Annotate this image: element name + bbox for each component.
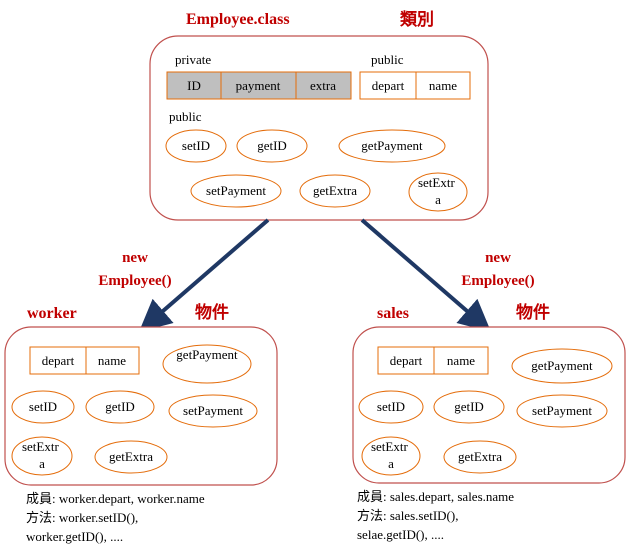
public-fields-label: public	[371, 52, 404, 67]
public-field-name: name	[429, 78, 457, 93]
worker-method-getpayment-line1: getPayment	[176, 347, 238, 362]
sales-field-name: name	[447, 353, 475, 368]
sales-title: sales	[377, 305, 409, 322]
sales-method-setid-oval	[358, 390, 424, 424]
sales-caption-members: 成員: sales.depart, sales.name	[357, 489, 515, 504]
worker-method-setpayment: setPayment	[183, 403, 243, 418]
worker-tag: 物件	[195, 302, 229, 322]
worker-field-name-cell	[85, 346, 140, 375]
worker-caption: 成員: worker.depart, worker.name 方法: worke…	[26, 489, 205, 545]
method-getextra: getExtra	[313, 183, 357, 198]
method-getextra-oval	[299, 174, 371, 208]
worker-method-getid-oval	[85, 390, 155, 424]
worker-field-depart-cell	[29, 346, 87, 375]
arrow-to-worker	[138, 218, 270, 332]
class-node: Employee.class 類別 private public ID paym…	[149, 10, 489, 221]
method-setextra-line2: a	[435, 192, 441, 207]
method-getid-oval	[236, 129, 308, 163]
private-field-extra: extra	[310, 78, 336, 93]
sales-tag: 物件	[516, 302, 550, 322]
private-label: private	[175, 52, 211, 67]
method-setextra: setExtr a	[418, 175, 458, 207]
worker-title: worker	[27, 305, 77, 322]
arrow-left-label-line2: Employee()	[98, 273, 171, 289]
method-setextra-line1: setExtr	[418, 175, 455, 190]
arrow-to-sales	[360, 218, 492, 332]
worker-method-setextra: setExtr a	[22, 439, 62, 471]
private-field-payment: payment	[236, 78, 281, 93]
sales-caption: 成員: sales.depart, sales.name 方法: sales.s…	[357, 487, 514, 544]
worker-field-depart: depart	[42, 353, 75, 368]
sales-method-setextra-oval	[361, 436, 421, 476]
worker-method-setextra-oval	[11, 436, 73, 476]
sales-field-depart: depart	[390, 353, 423, 368]
worker-method-setpayment-oval	[168, 394, 258, 428]
worker-method-getextra: getExtra	[109, 449, 153, 464]
sales-method-setextra: setExtr a	[371, 439, 411, 471]
sales-method-setextra-line2: a	[388, 456, 394, 471]
sales-method-setpayment-oval	[516, 394, 608, 428]
method-getpayment-oval	[338, 129, 446, 163]
private-field-payment-cell	[220, 71, 297, 100]
sales-method-getextra: getExtra	[458, 449, 502, 464]
method-setid-oval	[165, 129, 227, 163]
public-methods-label: public	[169, 109, 202, 124]
arrow-left-label-line1: new	[122, 250, 148, 266]
sales-method-getid: getID	[454, 399, 484, 414]
worker-caption-members: 成員: worker.depart, worker.name	[26, 491, 205, 506]
method-getid: getID	[257, 138, 287, 153]
worker-method-setid: setID	[29, 399, 57, 414]
worker-method-getpayment-oval	[162, 344, 252, 384]
worker-method-setid-oval	[11, 390, 75, 424]
worker-method-setextra-line1: setExtr	[22, 439, 59, 454]
sales-method-setid: setID	[377, 399, 405, 414]
worker-field-name: name	[98, 353, 126, 368]
class-title: Employee.class	[186, 11, 290, 28]
method-setid: setID	[182, 138, 210, 153]
arrow-right-label-line2: Employee()	[461, 273, 534, 289]
sales-node: sales 物件 depart name getPayment setID ge…	[352, 302, 626, 484]
arrow-right-label-line1: new	[485, 250, 511, 266]
method-setpayment: setPayment	[206, 183, 266, 198]
sales-caption-methods-cont: selae.getID(), ....	[357, 527, 444, 542]
sales-caption-methods: 方法: sales.setID(),	[357, 508, 459, 523]
method-setpayment-oval	[190, 174, 282, 208]
sales-method-setextra-line1: setExtr	[371, 439, 408, 454]
worker-method-getextra-oval	[94, 440, 168, 474]
worker-caption-methods: 方法: worker.setID(),	[26, 510, 139, 525]
public-field-name-cell	[415, 71, 471, 100]
worker-method-getpayment: getPayment	[176, 347, 238, 362]
public-field-depart-cell	[359, 71, 417, 100]
class-tag: 類別	[399, 10, 434, 29]
sales-method-getextra-oval	[443, 440, 517, 474]
private-field-extra-cell	[295, 71, 352, 100]
sales-field-name-cell	[433, 346, 489, 375]
method-getpayment: getPayment	[361, 138, 423, 153]
public-field-depart: depart	[372, 78, 405, 93]
method-setextra-oval	[408, 172, 468, 212]
private-field-id: ID	[187, 78, 201, 93]
sales-method-getpayment: getPayment	[531, 358, 593, 373]
sales-method-getpayment-oval	[511, 348, 613, 384]
sales-method-getid-oval	[433, 390, 505, 424]
worker-node: worker 物件 depart name getPayment setID g…	[4, 302, 278, 486]
worker-caption-methods-cont: worker.getID(), ....	[26, 529, 124, 544]
arrows: new Employee() new Employee()	[98, 218, 535, 332]
private-field-id-cell	[166, 71, 222, 100]
sales-method-setpayment: setPayment	[532, 403, 592, 418]
worker-method-getid: getID	[105, 399, 135, 414]
sales-field-depart-cell	[377, 346, 435, 375]
worker-method-setextra-line2: a	[39, 456, 45, 471]
